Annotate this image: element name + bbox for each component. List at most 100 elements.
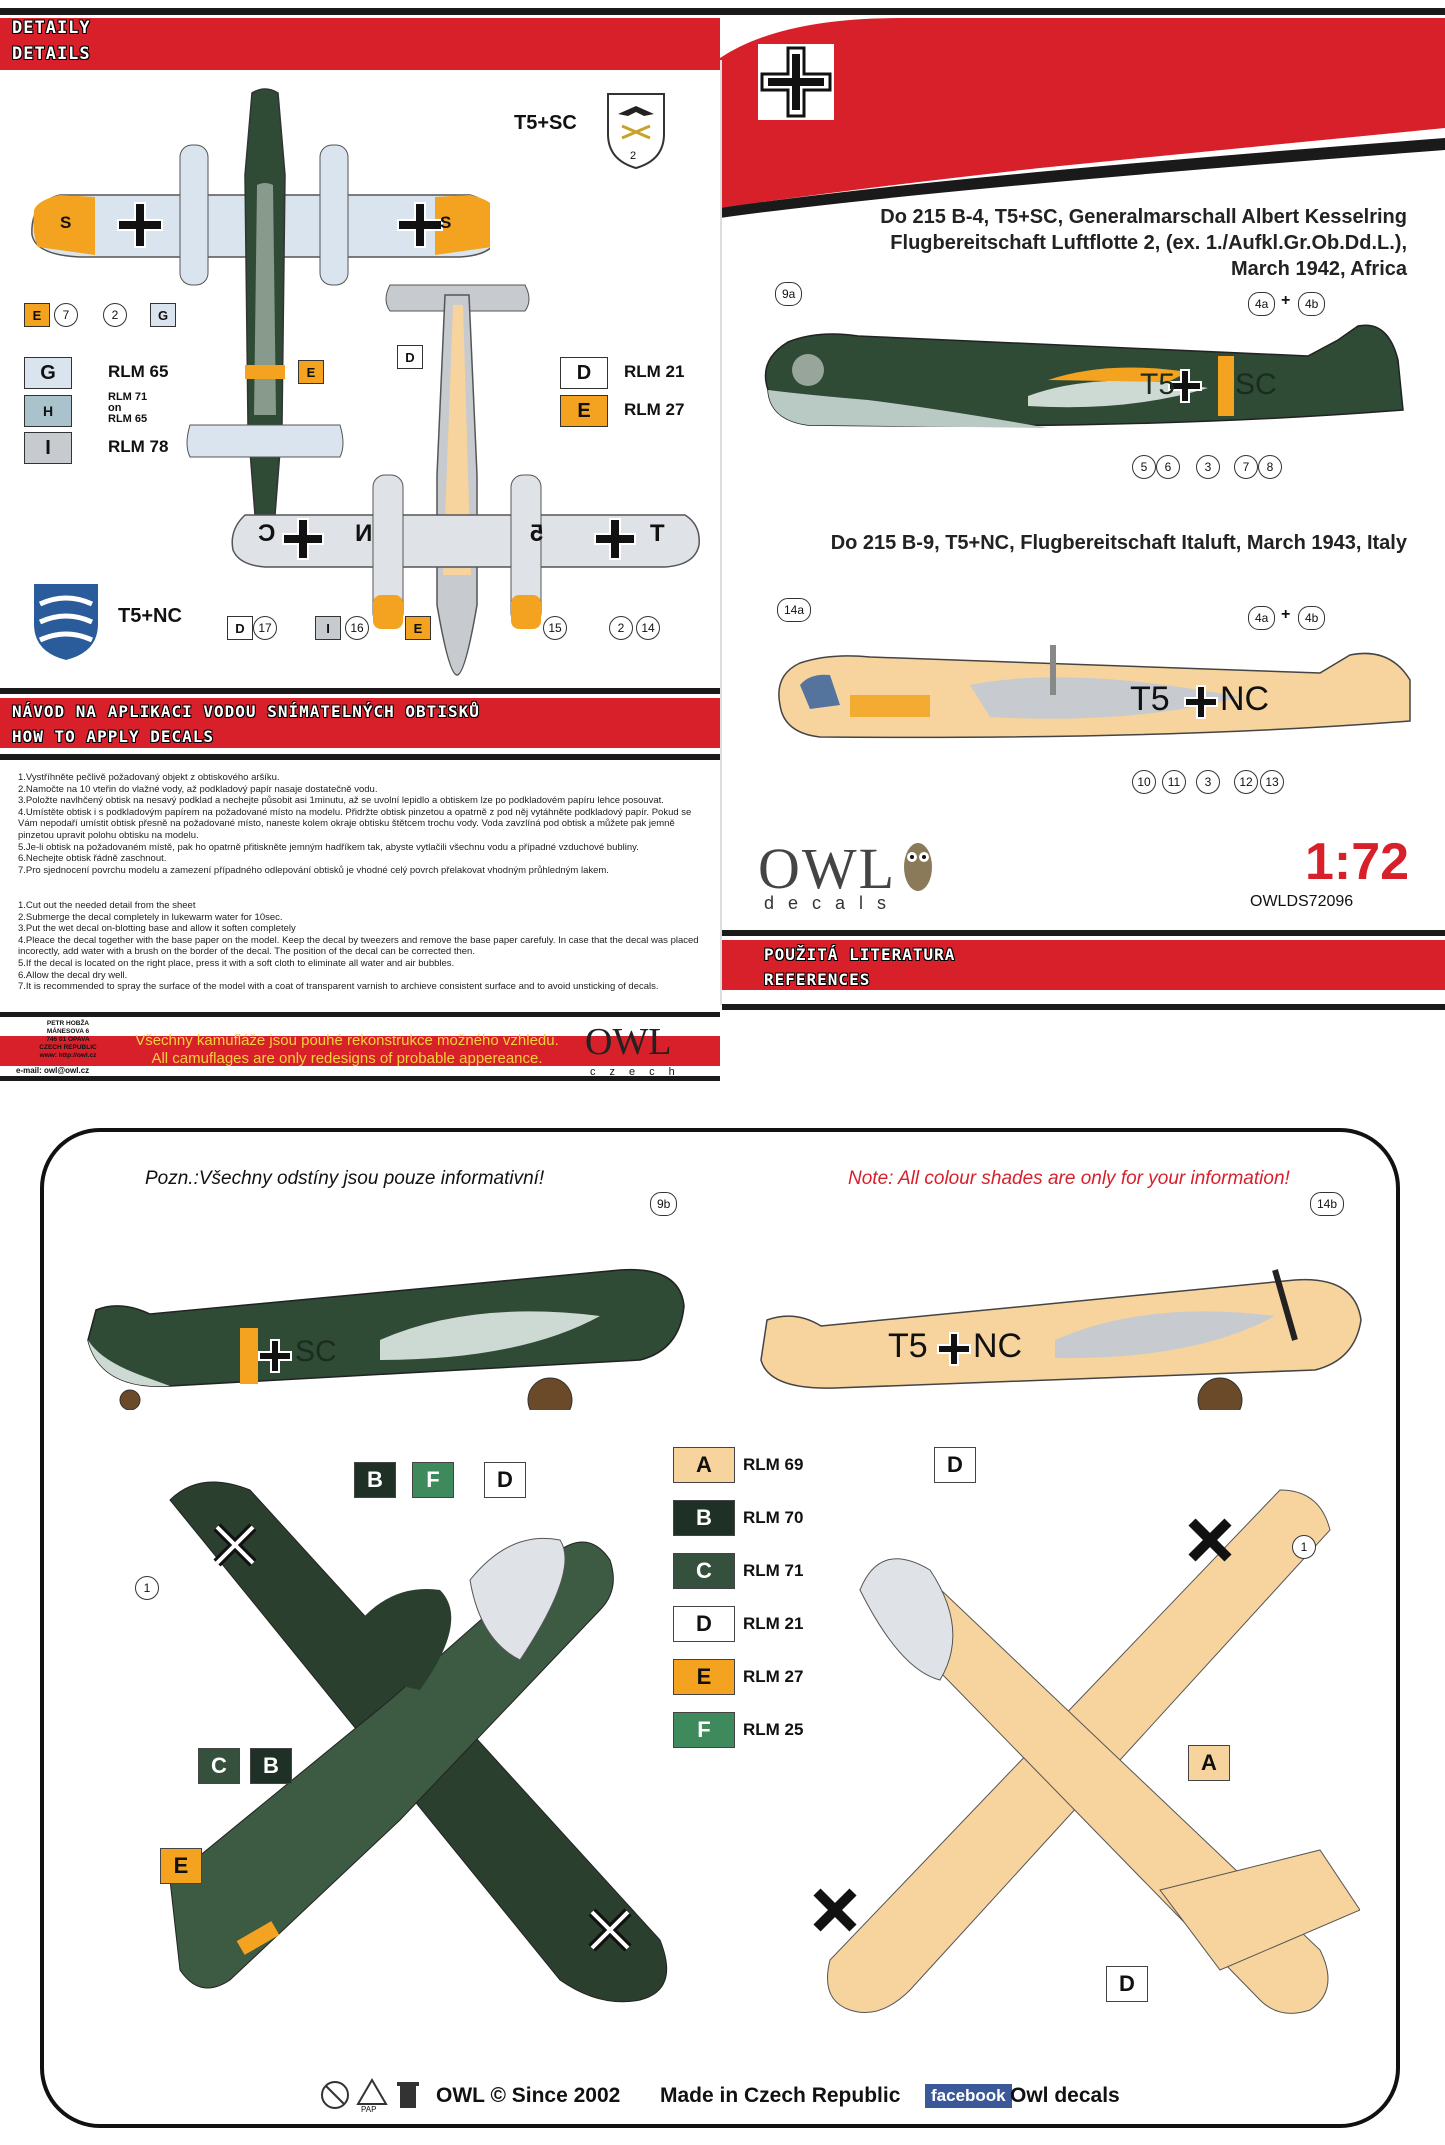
owl-decals-logo: OWL	[758, 836, 897, 901]
legend-f-swatch: F	[673, 1712, 735, 1748]
right-callout-a: A	[1188, 1745, 1230, 1781]
owl-czech-sub: czech	[590, 1066, 689, 1078]
nc-title: Do 215 B-9, T5+NC, Flugbereitschaft Ital…	[830, 532, 1407, 554]
owl-decals-link[interactable]: Owl decals	[1010, 2084, 1120, 2107]
nc-callout-14: 14	[636, 616, 660, 640]
scale-label: 1:72	[1305, 833, 1410, 891]
sc-wing-letter-left: S	[60, 213, 72, 232]
refs-band	[722, 940, 1445, 990]
nc-planform-drawing	[231, 284, 700, 676]
instr-stripe-top	[0, 688, 720, 694]
details-title-cz: DETAILY	[12, 18, 91, 38]
nc-callout-2: 2	[609, 616, 633, 640]
legend-h-label: RLM 71 on RLM 65	[108, 391, 148, 425]
large-sc-code: SC	[295, 1335, 337, 1368]
facebook-badge[interactable]: facebook	[925, 2084, 1012, 2108]
callout-fuselage-e: E	[298, 360, 324, 384]
footer-stripe-bottom	[0, 1076, 720, 1081]
legend-d2-label: RLM 21	[743, 1614, 804, 1633]
unit-emblem-icon	[607, 93, 665, 170]
instr-title-cz: NÁVOD NA APLIKACI VODOU SNÍMATELNÝCH OBT…	[12, 702, 480, 721]
nc-side-view	[778, 645, 1411, 739]
nc-callout-16: 16	[345, 616, 369, 640]
nc-callout-3: 3	[1196, 770, 1220, 794]
left-callout-e: E	[160, 1848, 202, 1884]
owl-mascot-icon	[904, 843, 932, 891]
sc-callout-9a: 9a	[775, 282, 803, 306]
nc-callout-17: 17	[253, 616, 277, 640]
sc-code-label: T5+SC	[514, 112, 577, 134]
nc-unit-emblem-icon	[34, 584, 98, 660]
legend-d-swatch: D	[560, 357, 608, 389]
left-callout-1: 1	[135, 1576, 159, 1600]
sc-side-code-sc: SC	[1235, 368, 1277, 401]
sc-callout-plus: +	[1281, 292, 1291, 309]
sc-wing-letter-right: S	[440, 213, 452, 232]
legend-g-swatch: G	[24, 357, 72, 389]
sc-callout-5: 5	[1132, 455, 1156, 479]
callout-14b: 14b	[1310, 1192, 1345, 1216]
instructions-cz: 1.Vystříhněte pečlivě požadovaný objekt …	[18, 772, 692, 876]
large-nc-code-t5: T5	[888, 1327, 928, 1365]
legend-c-label: RLM 71	[743, 1561, 804, 1580]
legend-b-swatch: B	[673, 1500, 735, 1536]
callout-7: 7	[54, 303, 78, 327]
sc-side-view	[764, 324, 1404, 428]
legend-i-swatch: I	[24, 432, 72, 464]
nc-side-code-t5: T5	[1130, 680, 1170, 718]
callout-g: G	[150, 303, 176, 327]
nc-side-view-large	[760, 1269, 1362, 1410]
nc-code-label: T5+NC	[118, 605, 182, 627]
instructions-en: 1.Cut out the needed detail from the she…	[18, 900, 699, 993]
nc-callout-14a: 14a	[777, 598, 812, 622]
decal-sheet-frame	[40, 1128, 1400, 2128]
legend-f-label: RLM 25	[743, 1720, 804, 1739]
nc-wing-letter-5: 5	[530, 520, 544, 547]
nc-callout-12: 12	[1234, 770, 1258, 794]
legend-a-swatch: A	[673, 1447, 735, 1483]
nc-side-code-nc: NC	[1220, 680, 1270, 718]
nc-callout-plus: +	[1281, 606, 1291, 623]
legend-e2-label: RLM 27	[743, 1667, 804, 1686]
nc-callout-e: E	[405, 616, 431, 640]
legend-i-label: RLM 78	[108, 437, 169, 456]
legend-c-swatch: C	[673, 1553, 735, 1589]
legend-a-label: RLM 69	[743, 1455, 804, 1474]
legend-h-swatch: H	[24, 395, 72, 427]
right-callout-d: D	[934, 1447, 976, 1483]
made-in: Made in Czech Republic	[660, 2084, 901, 2107]
right-header-graphic	[720, 18, 1445, 218]
owl-decals-sub: decals	[764, 893, 901, 913]
sc-callout-7: 7	[1234, 455, 1258, 479]
instr-band	[0, 698, 720, 748]
sc-side-view-large	[87, 1268, 685, 1410]
left-callout-f: F	[412, 1462, 454, 1498]
trash-bin-icon	[397, 2082, 419, 2108]
catalog-number: OWLDS72096	[1250, 893, 1354, 910]
nc-callout-15: 15	[543, 616, 567, 640]
top-black-stripe	[0, 8, 1445, 15]
nc-wing-letter-n: N	[355, 520, 373, 547]
nc-callout-d: D	[227, 616, 253, 640]
sc-callout-4a: 4a	[1248, 292, 1276, 316]
nc-callout-11: 11	[1162, 770, 1186, 794]
legend-e-swatch: E	[560, 395, 608, 427]
refs-title-cz: POUŽITÁ LITERATURA	[764, 945, 956, 964]
nc-callout-4b: 4b	[1298, 606, 1326, 630]
sc-callout-4b: 4b	[1298, 292, 1326, 316]
left-callout-c: C	[198, 1748, 240, 1784]
nc-callout-i: I	[315, 616, 341, 640]
right-callout-1: 1	[1292, 1535, 1316, 1559]
nc-callout-13: 13	[1260, 770, 1284, 794]
sc-title: Do 215 B-4, T5+SC, Generalmarschall Albe…	[880, 206, 1407, 280]
footer-band	[0, 1036, 720, 1066]
large-nc-code-nc: NC	[973, 1327, 1023, 1365]
publisher-email: e-mail: owl@owl.cz	[16, 1066, 90, 1075]
left-callout-b2: B	[250, 1748, 292, 1784]
pap-label: PAP	[361, 2105, 377, 2114]
callout-e: E	[24, 303, 50, 327]
callout-wing-d: D	[397, 345, 423, 369]
footer-stripe-top	[0, 1012, 720, 1017]
owl-since: OWL © Since 2002	[436, 2084, 621, 2107]
